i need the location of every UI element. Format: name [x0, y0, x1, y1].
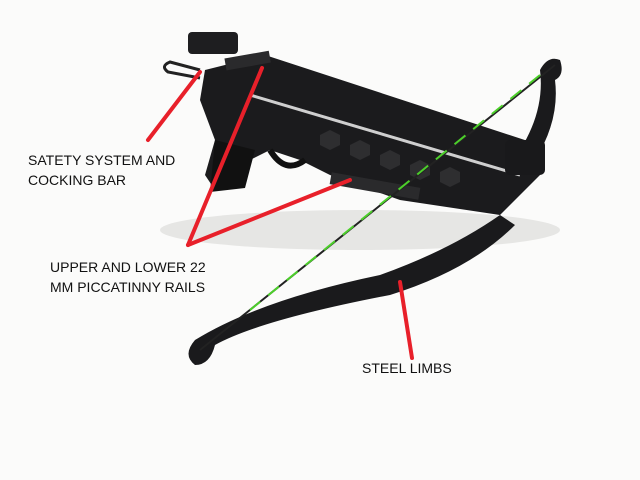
rails-label-line1: UPPER AND LOWER 22	[50, 259, 206, 275]
pistol-grip	[210, 140, 255, 192]
pointer-limbs	[398, 280, 414, 360]
lower-rail	[329, 172, 421, 200]
rails-label-line2: MM PICCATINNY RAILS	[50, 279, 206, 295]
flight-rail	[249, 93, 521, 177]
limbs-annotation: STEEL LIMBS	[362, 358, 452, 378]
upper-limb	[520, 58, 562, 160]
safety-label-line2: COCKING BAR	[28, 172, 127, 188]
rear-sight	[188, 32, 238, 54]
safety-annotation: SATETY SYSTEM AND COCKING BAR	[28, 150, 175, 190]
cocking-bar	[163, 60, 201, 80]
trigger-guard	[267, 148, 307, 169]
pointer-lower-rail	[186, 178, 352, 247]
rails-annotation: UPPER AND LOWER 22 MM PICCATINNY RAILS	[50, 257, 206, 297]
annotation-pointers	[146, 66, 414, 360]
front-stirrup	[505, 140, 545, 175]
limbs-label: STEEL LIMBS	[362, 360, 452, 376]
safety-label-line1: SATETY SYSTEM AND	[28, 152, 176, 168]
pointer-upper-rail	[186, 66, 264, 247]
hex-cutouts	[320, 130, 460, 187]
upper-rail	[224, 50, 271, 71]
lower-limb	[188, 215, 515, 365]
pointer-safety	[146, 70, 202, 142]
